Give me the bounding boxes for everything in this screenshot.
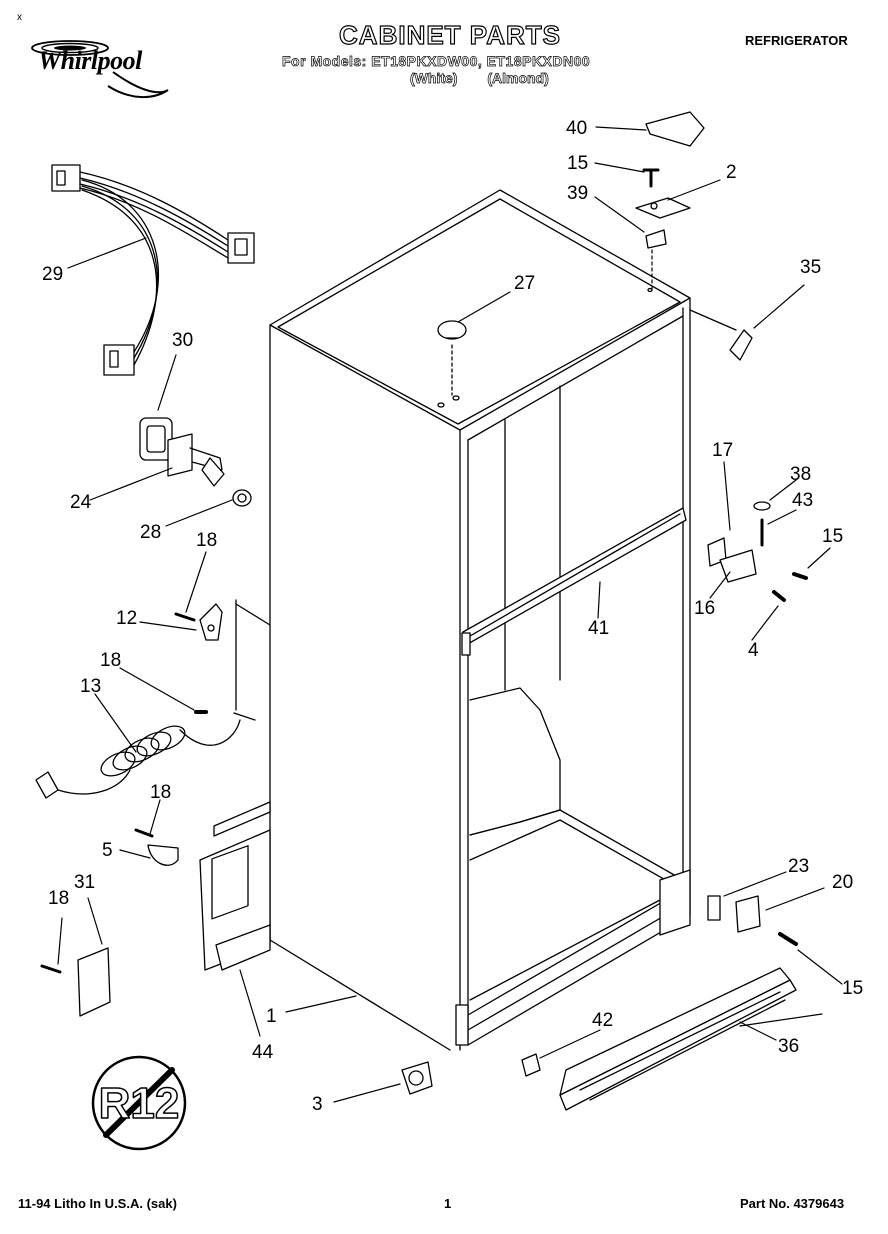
callout-44: 44	[252, 1042, 274, 1063]
callout-3: 3	[312, 1094, 323, 1115]
base-grille	[559, 967, 797, 1111]
callout-15-mid: 15	[822, 526, 843, 547]
r12-refrigerant-badge	[91, 1055, 187, 1151]
callout-29: 29	[42, 264, 63, 285]
part-number: Part No. 4379643	[740, 1196, 845, 1211]
appliance-category: REFRIGERATOR	[745, 33, 848, 48]
variant-almond: (Almond)	[487, 70, 549, 87]
callout-28: 28	[140, 522, 161, 543]
cord-bracket	[174, 603, 223, 641]
r12-badge-text: R12	[99, 1079, 180, 1128]
leader-lines	[57, 126, 843, 1103]
top-plug	[437, 320, 467, 396]
grommet	[232, 489, 252, 507]
small-cover	[40, 947, 111, 1017]
callout-18-b: 18	[100, 650, 121, 671]
callout-27: 27	[514, 273, 535, 294]
callout-15-bottom: 15	[842, 978, 863, 999]
callout-2: 2	[726, 162, 737, 183]
callout-17: 17	[712, 440, 733, 461]
power-cord	[35, 599, 271, 799]
top-hinge	[635, 168, 691, 249]
cabinet-body	[269, 189, 691, 1051]
callout-20: 20	[832, 872, 853, 893]
callout-31: 31	[74, 872, 95, 893]
logo-wordmark: Whirlpool	[38, 46, 142, 75]
callout-16: 16	[694, 598, 715, 619]
page-title: CABINET PARTS	[338, 19, 561, 50]
model-variants: (White) (Almond)	[410, 70, 549, 87]
callout-24: 24	[70, 492, 92, 513]
hinge-cover	[645, 111, 705, 147]
callout-18-a: 18	[196, 530, 217, 551]
callout-42: 42	[592, 1010, 613, 1031]
callout-13: 13	[80, 676, 101, 697]
callout-30: 30	[172, 330, 193, 351]
whirlpool-logo	[18, 30, 178, 106]
callout-1: 1	[266, 1006, 277, 1027]
callout-36: 36	[778, 1036, 799, 1057]
front-roller	[401, 1061, 433, 1095]
callout-4: 4	[748, 640, 759, 661]
callout-40: 40	[566, 118, 587, 139]
rear-access-panel	[199, 801, 271, 971]
bottom-hinge	[707, 895, 798, 946]
callout-39: 39	[567, 183, 588, 204]
wiring-harness	[51, 164, 255, 376]
model-numbers: For Models: ET18PKXDW00, ET18PKXDN00	[282, 53, 591, 70]
callout-35: 35	[800, 257, 821, 278]
callout-38: 38	[790, 464, 811, 485]
corner-mark: x	[17, 12, 22, 23]
hinge-pin-cover	[689, 309, 753, 361]
callout-23: 23	[788, 856, 809, 877]
callout-18-c: 18	[150, 782, 171, 803]
callout-18-d: 18	[48, 888, 69, 909]
grille-clip	[521, 1053, 541, 1077]
cord-clip	[134, 828, 179, 866]
callout-43: 43	[792, 490, 813, 511]
logo-swirl-icon	[31, 40, 169, 99]
print-info: 11-94 Litho In U.S.A. (sak)	[18, 1196, 177, 1211]
page-number: 1	[444, 1196, 452, 1211]
callout-41: 41	[588, 618, 609, 639]
callout-15-top: 15	[567, 153, 588, 174]
callout-12: 12	[116, 608, 137, 629]
variant-white: (White)	[410, 70, 458, 87]
callout-5: 5	[102, 840, 113, 861]
drain-tube-assembly	[139, 417, 225, 487]
center-hinge	[707, 501, 808, 602]
